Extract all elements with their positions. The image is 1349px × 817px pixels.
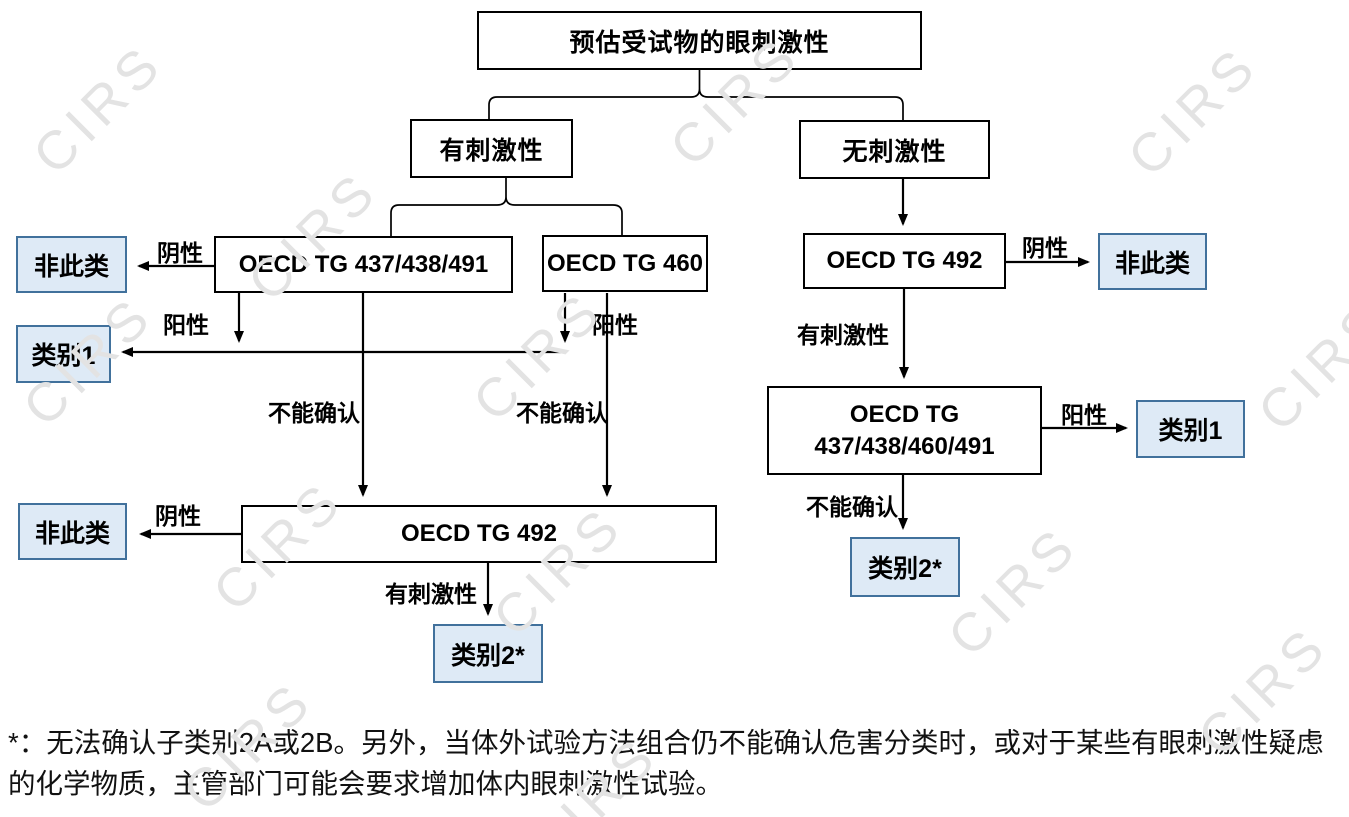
node-oecd-tg-492-left: OECD TG 492 bbox=[241, 505, 717, 563]
node-not-this-class-bottom-left: 非此类 bbox=[18, 503, 127, 560]
footnote-text: *：无法确认子类别2A或2B。另外，当体外试验方法组合仍不能确认危害分类时，或对… bbox=[8, 727, 1324, 799]
node-label: 非此类 bbox=[1114, 249, 1190, 278]
node-not-this-class-right: 非此类 bbox=[1098, 233, 1207, 290]
node-label: OECD TG 492 bbox=[826, 247, 983, 274]
node-oecd-tg-437-438-491: OECD TG 437/438/491 bbox=[214, 236, 513, 293]
node-estimate-eye-irritation: 预估受试物的眼刺激性 bbox=[477, 11, 922, 70]
node-category2-bottom: 类别2* bbox=[433, 624, 543, 683]
node-label: 非此类 bbox=[34, 519, 110, 548]
node-category1-right: 类别1 bbox=[1136, 400, 1245, 458]
node-label: 有刺激性 bbox=[439, 136, 544, 165]
node-irritant: 有刺激性 bbox=[410, 119, 573, 178]
edge-label-positive-1: 阳性 bbox=[163, 312, 209, 338]
node-label-line2: 437/438/460/491 bbox=[814, 432, 995, 460]
edge-label-positive-2: 阳性 bbox=[592, 312, 638, 338]
edge-label-cannot-confirm-1: 不能确认 bbox=[268, 400, 360, 426]
node-oecd-tg-492-right: OECD TG 492 bbox=[803, 233, 1006, 289]
node-label: OECD TG 492 bbox=[400, 520, 558, 547]
brace-connector-irritant bbox=[390, 178, 623, 236]
node-non-irritant: 无刺激性 bbox=[799, 120, 990, 179]
node-label: 非此类 bbox=[33, 252, 109, 281]
edge-label-positive-3: 阳性 bbox=[1061, 402, 1107, 428]
node-category2-right: 类别2* bbox=[850, 537, 960, 597]
node-label: 类别1 bbox=[31, 342, 96, 370]
node-label: 预估受试物的眼刺激性 bbox=[569, 28, 830, 57]
edge-label-negative-2: 阴性 bbox=[155, 503, 201, 529]
node-label: OECD TG 437/438/491 bbox=[238, 250, 489, 278]
edge-label-cannot-confirm-3: 不能确认 bbox=[806, 494, 898, 520]
node-oecd-tg-460: OECD TG 460 bbox=[542, 235, 708, 292]
node-label: 类别2* bbox=[868, 555, 942, 583]
brace-connector-top bbox=[488, 70, 904, 120]
node-label-line1: OECD TG bbox=[849, 400, 960, 428]
node-not-this-class-top-left: 非此类 bbox=[16, 236, 127, 293]
node-label: OECD TG 460 bbox=[546, 249, 704, 277]
edge-label-cannot-confirm-2: 不能确认 bbox=[516, 400, 608, 426]
node-label: 类别1 bbox=[1158, 417, 1223, 445]
node-oecd-tg-437-438-460-491: OECD TG 437/438/460/491 bbox=[767, 386, 1042, 475]
edge-label-negative-3: 阴性 bbox=[1022, 235, 1068, 261]
node-category1-left: 类别1 bbox=[16, 325, 111, 383]
node-label: 类别2* bbox=[451, 641, 525, 670]
edge-label-negative-1: 阴性 bbox=[157, 240, 203, 266]
node-label: 无刺激性 bbox=[842, 137, 947, 166]
edge-label-irritating-1: 有刺激性 bbox=[385, 581, 477, 607]
edge-label-irritating-2: 有刺激性 bbox=[797, 322, 889, 348]
